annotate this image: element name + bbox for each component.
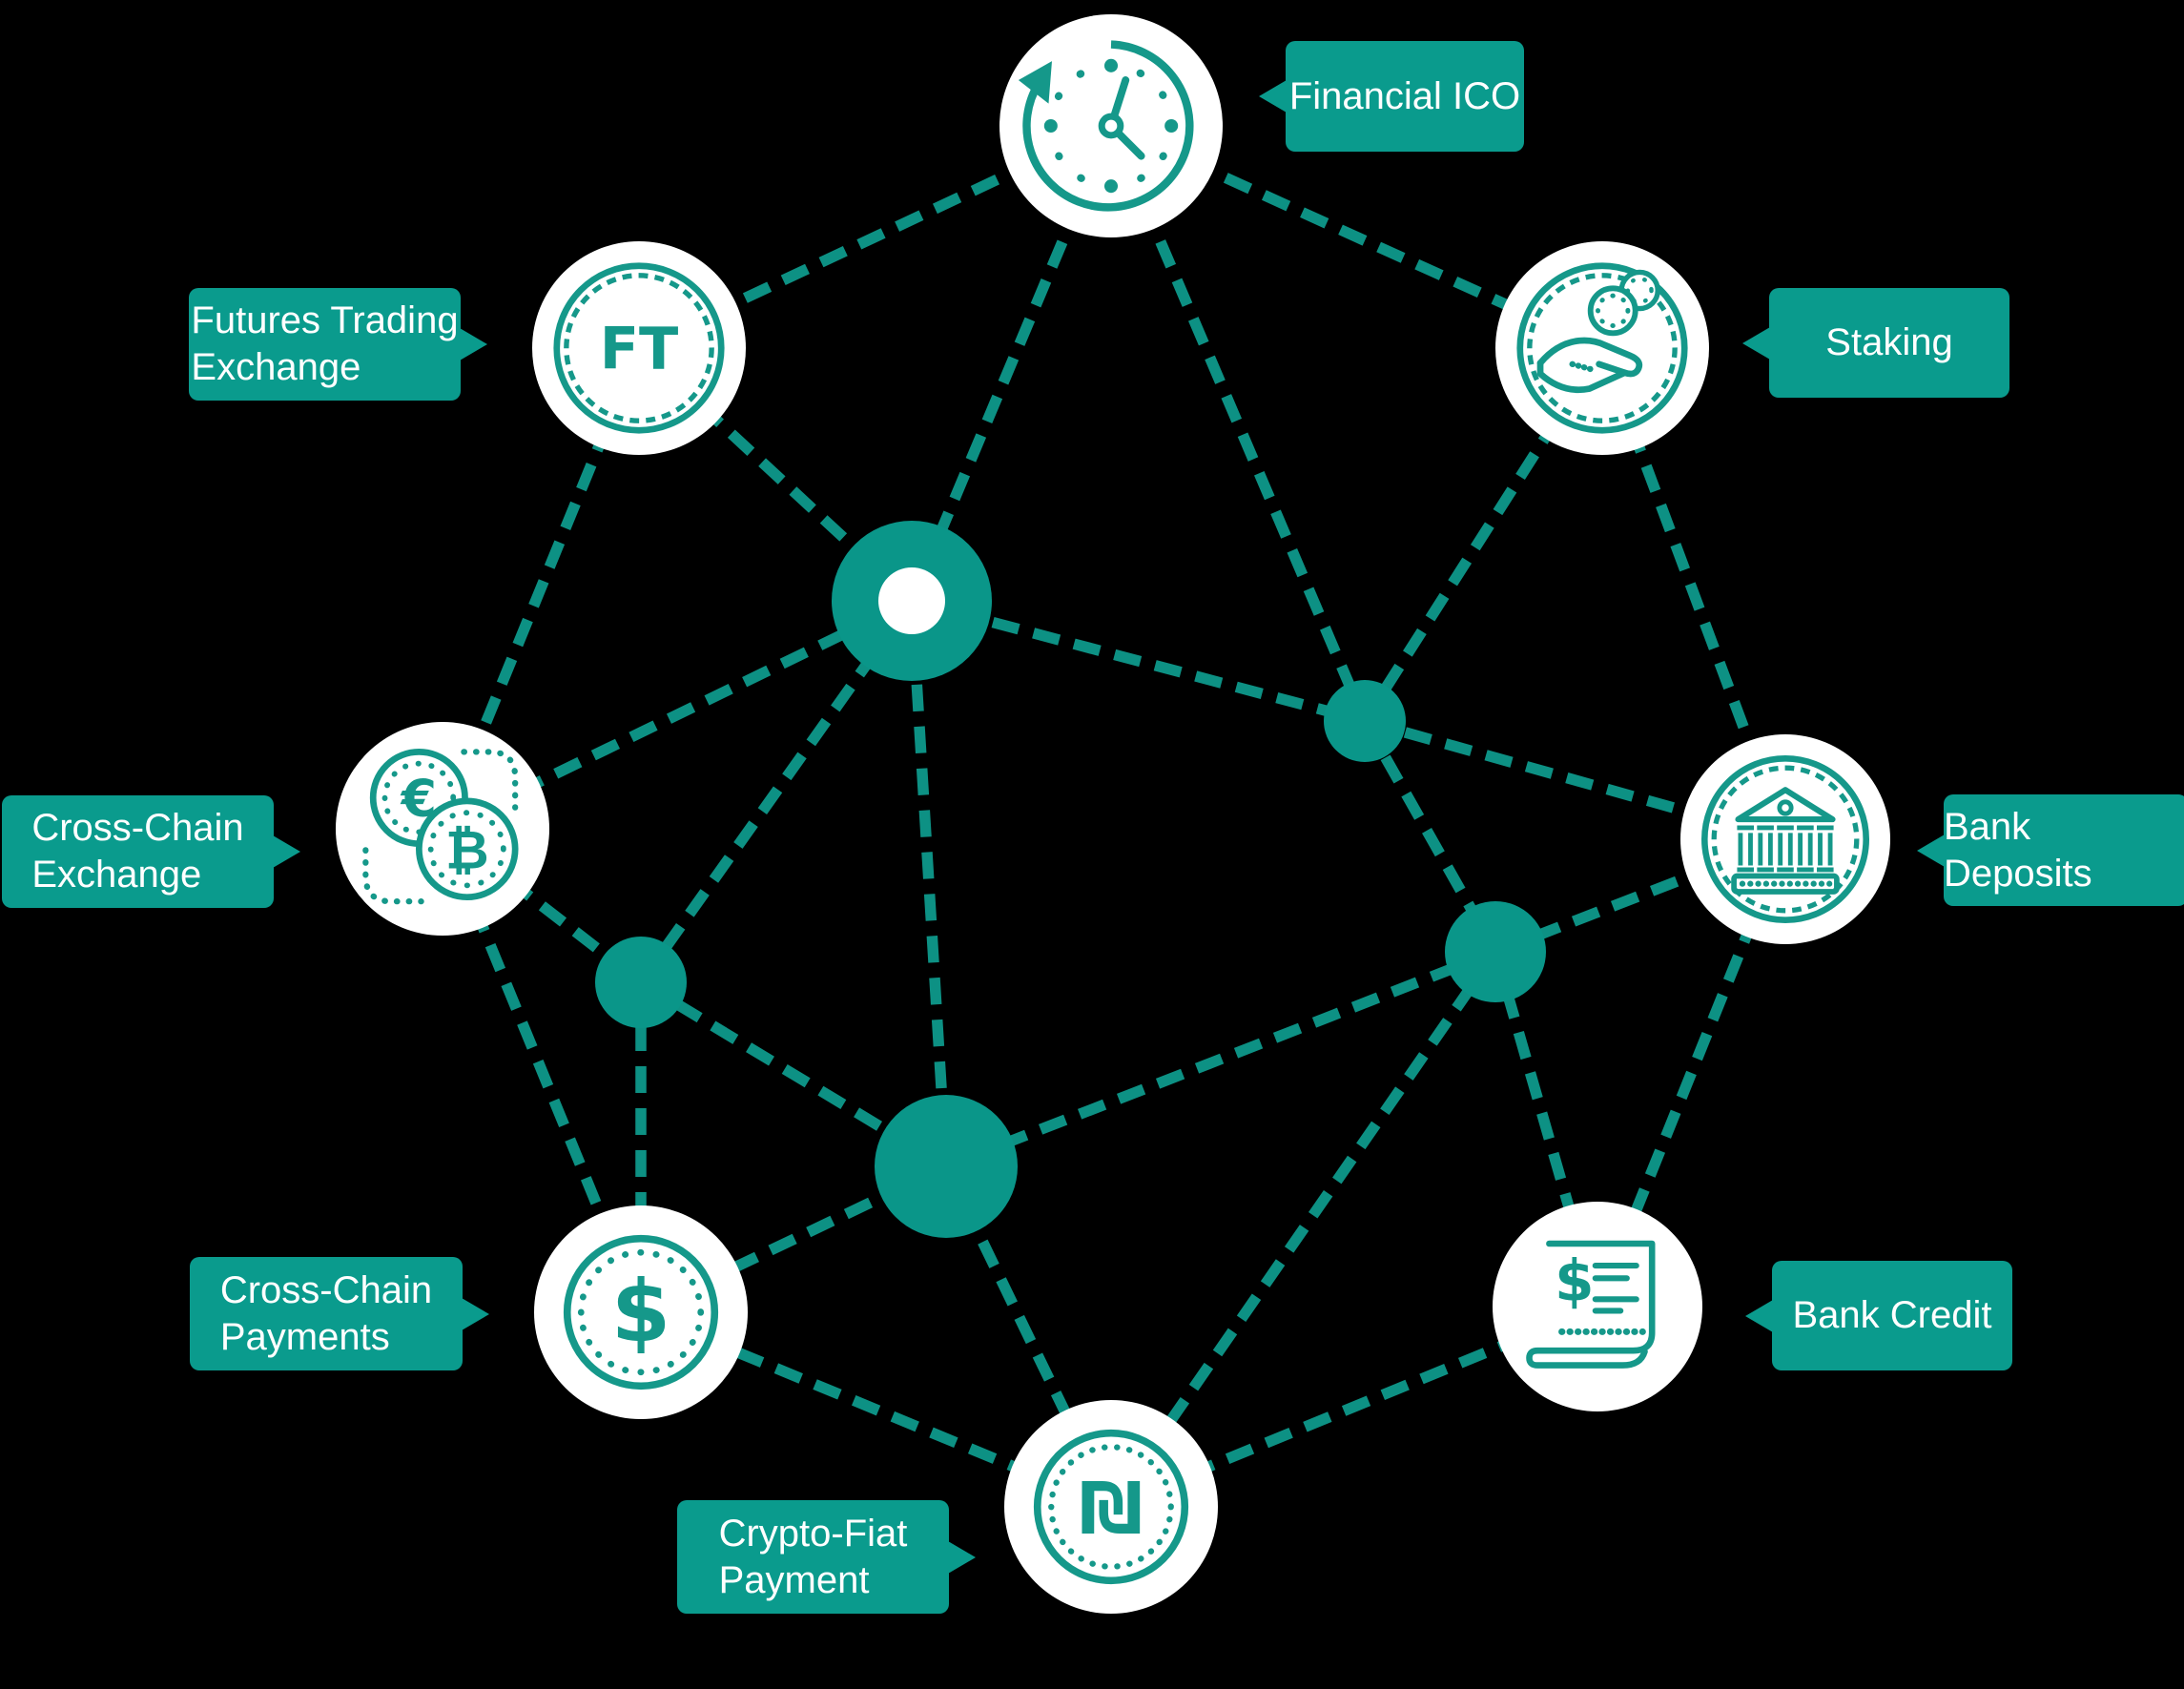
label-text: Cross-Chain Payments (219, 1268, 433, 1358)
clock-history-icon (1018, 40, 1194, 212)
ft-monogram-icon: FT (553, 262, 725, 434)
label-staking: Staking (1769, 288, 2009, 398)
label-financial-ico: Financial ICO (1286, 41, 1524, 152)
node-bank-credit: $ (1493, 1202, 1702, 1411)
hub-node (1324, 680, 1406, 762)
connection-line (943, 946, 1498, 1172)
hub-node (1445, 901, 1546, 1002)
node-cross-chain-exchange: € ₿ (336, 722, 549, 936)
node-cross-chain-payments: $ (534, 1205, 748, 1419)
connection-line (1363, 715, 1787, 845)
label-text: Bank Deposits (1944, 805, 2092, 895)
connection-line (910, 595, 1367, 727)
label-cross-chain-payments: Cross-Chain Payments (190, 1257, 463, 1370)
label-cross-chain-exchange: Cross-Chain Exchange (2, 795, 274, 908)
node-staking (1495, 241, 1709, 455)
hub-node (595, 937, 687, 1028)
label-futures-trading-exchange: Futures Trading Exchange (189, 288, 461, 401)
label-bank-deposits: Bank Deposits (1944, 794, 2184, 906)
label-text: Futures Trading Exchange (191, 299, 459, 388)
label-text: Bank Credit (1792, 1294, 1992, 1337)
bank-building-icon (1701, 755, 1869, 923)
bitcoin-glyph: ₿ (445, 819, 489, 881)
node-financial-ico (999, 14, 1223, 237)
connection-line (906, 600, 952, 1167)
label-text: Crypto-Fiat Payment (718, 1512, 908, 1601)
shekel-coin-icon: ₪ (1033, 1429, 1189, 1585)
label-text: Financial ICO (1288, 74, 1521, 117)
node-bank-deposits (1680, 734, 1890, 944)
hub-node-center (878, 567, 945, 634)
shekel-glyph: ₪ (1080, 1468, 1144, 1550)
node-crypto-fiat-payment: ₪ (1004, 1400, 1218, 1614)
connection-line (1360, 344, 1607, 725)
label-text: Cross-Chain Exchange (31, 807, 244, 896)
exchange-coins-icon: € ₿ (362, 749, 519, 905)
staking-hand-coins-icon (1516, 262, 1688, 434)
ft-monogram-text: FT (600, 316, 679, 382)
label-text: Staking (1825, 321, 1953, 364)
label-bank-credit: Bank Credit (1772, 1261, 2012, 1370)
receipt-icon: $ (1526, 1240, 1656, 1369)
dollar-coin-icon: $ (563, 1234, 719, 1390)
hub-node (875, 1095, 1018, 1238)
node-futures-trading-exchange: FT (532, 241, 746, 455)
label-crypto-fiat-payment: Crypto-Fiat Payment (677, 1500, 949, 1614)
receipt-dollar-glyph: $ (1555, 1248, 1594, 1314)
connection-line (1106, 948, 1500, 1511)
dollar-glyph: $ (611, 1263, 670, 1362)
